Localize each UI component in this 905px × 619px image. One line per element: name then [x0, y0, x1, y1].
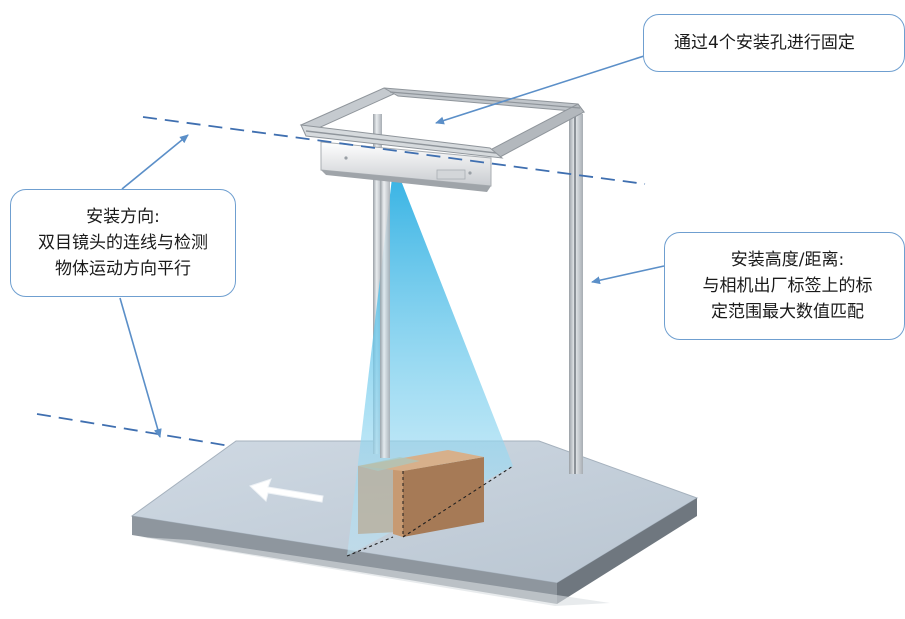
callout-height-title: 安装高度/距离: — [730, 250, 845, 270]
frame-front-posts — [380, 158, 390, 458]
direction-line-bottom — [36, 413, 231, 447]
scan-line — [346, 465, 514, 557]
motion-arrow-icon — [249, 478, 324, 503]
callout-direction-title: 安装方向: — [86, 207, 160, 227]
direction-line-top — [142, 116, 646, 185]
frame-back-posts — [373, 114, 583, 474]
arrow-to-mount-holes — [435, 55, 645, 125]
platform-shadow — [140, 537, 610, 606]
stereo-camera — [320, 141, 492, 192]
platform-side-edge — [557, 498, 697, 604]
box-side-face — [403, 457, 484, 537]
box-top-overlay — [358, 457, 420, 471]
callout-direction-line2: 双目镜头的连线与检测 — [38, 233, 208, 253]
frame-top-rectangle — [299, 87, 586, 159]
arrow-to-direction-top — [121, 134, 189, 190]
frame-post-back-right-groove — [574, 114, 576, 474]
callout-install-height: 安装高度/距离: 与相机出厂标签上的标 定范围最大数值匹配 — [664, 232, 905, 340]
package-box — [358, 450, 484, 537]
callout-mount-holes-text: 通过4个安装孔进行固定 — [674, 33, 855, 53]
callout-direction-line3: 物体运动方向平行 — [55, 259, 191, 279]
arrow-to-frame-height — [591, 265, 665, 285]
callout-install-direction: 安装方向: 双目镜头的连线与检测 物体运动方向平行 — [10, 189, 236, 297]
arrow-to-direction-bottom — [119, 297, 162, 438]
callout-height-line3: 定范围最大数值匹配 — [711, 302, 864, 322]
box-front-face-solid — [393, 466, 403, 537]
frame-post-front-left — [380, 158, 390, 458]
callout-height-line2: 与相机出厂标签上的标 — [702, 276, 873, 296]
frame-post-back-left — [373, 114, 382, 454]
callout-mount-holes: 通过4个安装孔进行固定 — [643, 14, 905, 72]
